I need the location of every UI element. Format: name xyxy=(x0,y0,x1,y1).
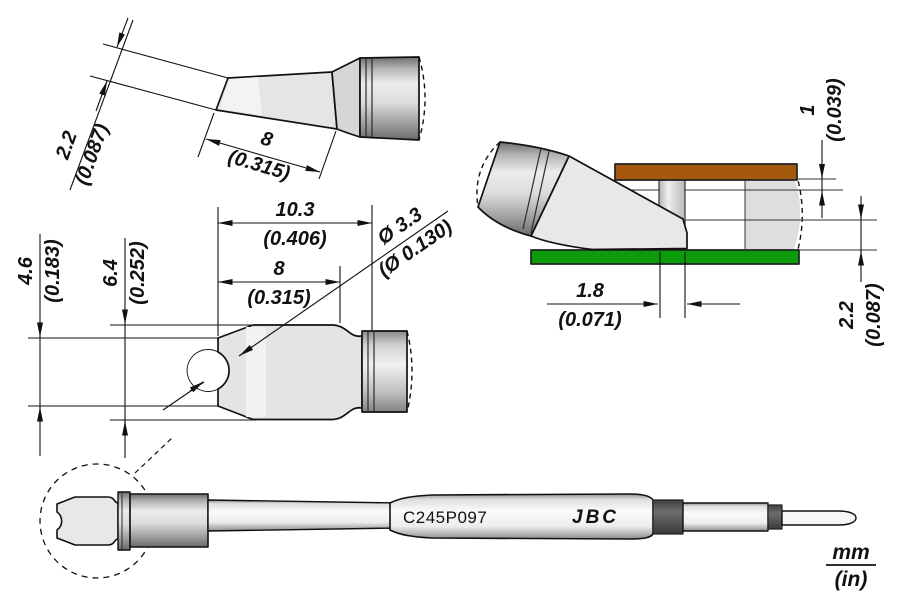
cartridge-tip xyxy=(56,496,119,546)
collar-groove xyxy=(530,150,550,234)
application-blade xyxy=(530,155,688,251)
dim-top-clearance-in: (0.039) xyxy=(824,78,846,142)
dim-body-width: 6.4 (0.252) xyxy=(100,238,149,458)
cartridge-band-1 xyxy=(652,499,684,535)
dim-overall-length: 10.3 (0.406) xyxy=(218,199,372,250)
dim-top-blade-length-in: (0.315) xyxy=(247,287,311,309)
collar-groove xyxy=(522,147,542,230)
arrowhead xyxy=(95,80,108,112)
arrowhead xyxy=(116,17,129,48)
dim-pin-width-in: (0.071) xyxy=(558,309,622,331)
dim-fork-width: 4.6 (0.183) xyxy=(15,234,64,456)
dim-body-width-in: (0.252) xyxy=(127,241,149,305)
arrowhead xyxy=(189,381,204,393)
component-body-fill xyxy=(745,181,801,249)
dimension-line xyxy=(205,138,321,173)
dim-top-clearance: 1 (0.039) xyxy=(797,78,846,218)
arrowhead xyxy=(239,344,254,357)
view-application: 1 (0.039) 2.2 (0.087) 1.8 (0.071) xyxy=(476,78,885,347)
view-side-profile: 2.2 (0.087) 8 (0.315) xyxy=(51,17,426,191)
side-cone xyxy=(331,57,361,138)
view-cartridge: C245P097 JBC xyxy=(39,437,857,579)
dim-side-thickness-in: (0.087) xyxy=(71,121,113,188)
cartridge-mid-cylinder xyxy=(682,502,769,532)
top-tip-body xyxy=(217,324,363,421)
dimension-line xyxy=(69,19,134,191)
bottom-board xyxy=(530,249,800,265)
view-top: 4.6 (0.183) 6.4 (0.252) 10.3 (0.406) 8 (… xyxy=(15,199,457,458)
dim-tip-thickness-in: (0.087) xyxy=(863,283,885,347)
cartridge-collar-ring xyxy=(117,491,131,551)
application-collar-end-dashed xyxy=(476,141,501,208)
dim-body-width-mm: 6.4 xyxy=(100,259,122,287)
dim-top-blade-length: 8 (0.315) xyxy=(218,258,340,309)
detail-leader-dashed xyxy=(134,437,173,474)
dim-top-blade-length-mm: 8 xyxy=(273,258,285,280)
side-blade-highlight xyxy=(220,77,262,115)
dim-side-thickness-mm: 2.2 xyxy=(51,128,82,163)
cartridge-shaft xyxy=(207,499,399,532)
dim-top-clearance-mm: 1 xyxy=(797,104,819,115)
units-legend: mm (in) xyxy=(826,541,876,591)
cartridge-front-cylinder xyxy=(129,493,209,548)
extension-line xyxy=(89,75,217,111)
dim-tip-thickness-mm: 2.2 xyxy=(836,301,858,330)
top-collar-cylinder xyxy=(361,330,408,413)
dim-fork-width-mm: 4.6 xyxy=(15,256,37,286)
dim-tip-thickness: 2.2 (0.087) xyxy=(836,196,885,347)
extension-line xyxy=(197,112,215,158)
cartridge-band-2 xyxy=(767,504,783,530)
side-collar-cylinder xyxy=(359,56,420,141)
extension-line xyxy=(102,43,229,79)
extension-line xyxy=(318,130,337,180)
units-secondary: (in) xyxy=(835,568,868,591)
top-collar-end-dashed xyxy=(406,330,413,413)
top-tip-highlight xyxy=(246,327,266,417)
brand-logo: JBC xyxy=(572,507,619,528)
dim-side-length-mm: 8 xyxy=(258,127,276,152)
notch-circle-thin xyxy=(186,349,219,392)
units-primary: mm xyxy=(832,541,869,564)
top-board xyxy=(614,163,798,181)
leader-line xyxy=(238,210,449,357)
dim-overall-length-mm: 10.3 xyxy=(276,199,315,221)
side-collar-end-dashed xyxy=(418,56,426,141)
dim-pin-width: 1.8 (0.071) xyxy=(547,252,740,331)
dim-side-length-in: (0.315) xyxy=(226,146,293,185)
dim-pin-width-mm: 1.8 xyxy=(576,280,605,302)
dim-overall-length-in: (0.406) xyxy=(263,228,327,250)
dim-side-thickness: 2.2 (0.087) xyxy=(51,17,229,191)
model-number-label: C245P097 xyxy=(403,508,487,527)
cartridge-rod xyxy=(781,510,857,526)
dim-fork-width-in: (0.183) xyxy=(42,239,64,303)
